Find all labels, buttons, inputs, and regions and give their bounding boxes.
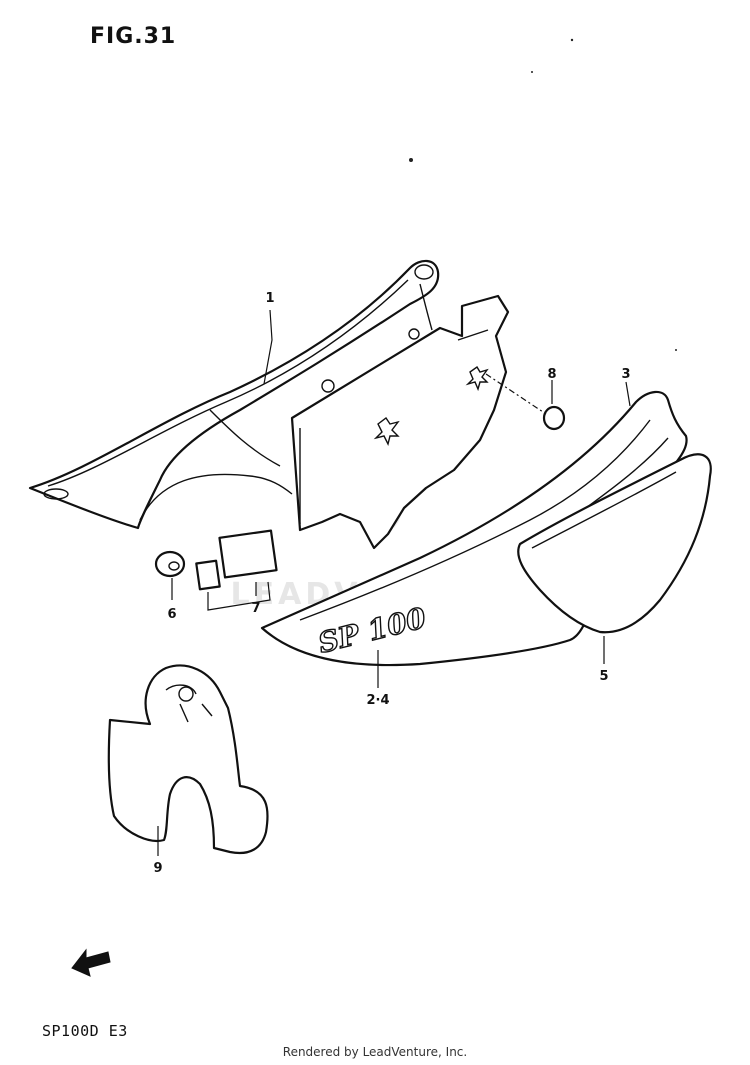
render-credit: Rendered by LeadVenture, Inc. [282, 1045, 468, 1059]
part-7-label-set[interactable] [195, 529, 278, 611]
figure-title: FIG.31 [90, 24, 177, 49]
part-6-grommet[interactable] [154, 550, 186, 578]
print-specks [409, 38, 677, 351]
callout-5[interactable]: 5 [599, 669, 608, 684]
callout-3[interactable]: 3 [621, 367, 630, 382]
callout-1[interactable]: 1 [265, 291, 274, 306]
front-direction-arrow-icon [71, 948, 111, 977]
part-9-rubber-sheet[interactable] [107, 664, 269, 855]
part-8-grommet[interactable] [485, 373, 566, 431]
callout-8[interactable]: 8 [547, 367, 556, 382]
part-5-side-panel[interactable] [517, 453, 712, 634]
callout-leaders [157, 309, 631, 856]
callout-9[interactable]: 9 [153, 861, 162, 876]
callout-labels: 1 2·4 3 5 6 7 8 9 [153, 291, 630, 876]
model-code: SP100D E3 [42, 1022, 128, 1040]
callout-7[interactable]: 7 [251, 601, 260, 616]
inner-plate[interactable] [290, 294, 510, 550]
part-1-frame-cover[interactable] [28, 259, 440, 530]
callout-6[interactable]: 6 [167, 607, 176, 622]
callout-2-4[interactable]: 2·4 [366, 693, 389, 708]
